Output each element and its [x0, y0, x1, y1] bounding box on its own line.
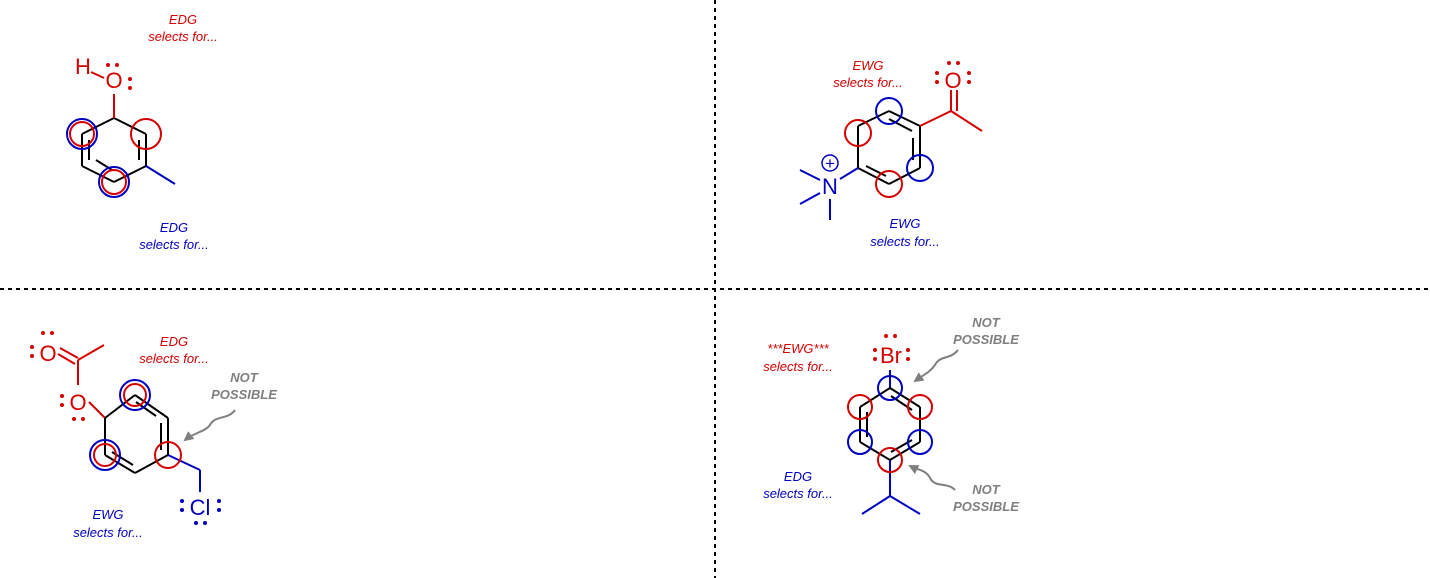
bromine-lone-pairs — [873, 334, 910, 361]
o-h-bond — [90, 71, 105, 79]
para-red-circle — [877, 447, 903, 473]
chlorine-lone-pairs — [180, 499, 221, 525]
methyl-bond — [145, 165, 176, 185]
edg-label-line2: selects for... — [763, 486, 833, 501]
oxygen-atom: O — [944, 68, 961, 93]
o-aryl-bond — [88, 401, 106, 419]
benzene-ring — [859, 387, 921, 461]
ortho-edg-red-circle — [69, 121, 95, 147]
not-possible-top-line1: NOT — [972, 315, 1001, 330]
oxygen-atom: O — [105, 68, 122, 93]
hydrogen-atom: H — [75, 54, 91, 79]
not-possible-bottom-arrow — [908, 465, 956, 491]
meta-blue-circle-1 — [847, 429, 873, 455]
ortho-red-circle — [844, 119, 872, 147]
ewg-top-label-line1: EWG — [852, 58, 883, 73]
edg-bottom-label-line1: EDG — [160, 220, 188, 235]
ortho-red-circle-2 — [907, 394, 933, 420]
n-methyl-bond-1 — [799, 169, 821, 181]
not-possible-bottom-line2: POSSIBLE — [953, 499, 1019, 514]
ortho-blue-circle — [89, 439, 121, 471]
ortho-red-circle-1 — [847, 394, 873, 420]
ortho-red-circle — [93, 443, 117, 467]
acetyl-methyl-bond — [77, 344, 105, 361]
edg-top-label-line2: selects for... — [148, 29, 218, 44]
bromine-atom: Br — [880, 343, 902, 368]
para-blue-circle — [119, 379, 151, 411]
panel-bottom-right: ***EWG*** selects for... NOT POSSIBLE NO… — [763, 315, 1019, 515]
carbonyl-bond-a — [59, 347, 79, 359]
edg-label-line1: EDG — [784, 469, 812, 484]
ether-lone-pairs — [60, 394, 85, 421]
c-ch2-bond — [167, 454, 201, 471]
ether-oxygen-atom: O — [69, 390, 86, 415]
edg-label-line1: EDG — [160, 334, 188, 349]
meta-blue-circle-2 — [906, 154, 934, 182]
meta-blue-circle-2 — [907, 429, 933, 455]
ortho-red-circle-2 — [875, 170, 903, 198]
ewg-label-line2: selects for... — [73, 525, 143, 540]
ewg-bottom-label-line2: selects for... — [870, 234, 940, 249]
not-possible-label-line2: POSSIBLE — [211, 387, 277, 402]
carbonyl-oxygen-atom: O — [39, 341, 56, 366]
benzene-ring — [857, 110, 921, 185]
c-acyl-bond — [919, 110, 952, 127]
edg-bottom-label-line2: selects for... — [139, 237, 209, 252]
positive-charge-circle — [821, 154, 839, 172]
not-possible-bottom-line1: NOT — [972, 482, 1001, 497]
ewg-top-label-line2: selects for... — [833, 75, 903, 90]
meta-blue-circle — [875, 97, 903, 125]
edg-top-label-line1: EDG — [169, 12, 197, 27]
not-possible-arrow — [183, 409, 236, 442]
nitrogen-atom: N — [822, 174, 838, 199]
ipr-methyl-bond-1 — [861, 495, 891, 515]
ewg-bottom-label-line1: EWG — [889, 216, 920, 231]
edg-label-line2: selects for... — [139, 351, 209, 366]
panel-bottom-left: EDG selects for... NOT POSSIBLE O O — [30, 331, 277, 540]
panel-top-left: EDG selects for... H O — [66, 12, 218, 252]
para-red-circle — [123, 383, 147, 407]
para-red-circle — [101, 169, 127, 195]
n-methyl-bond-2 — [799, 192, 821, 205]
chlorine-atom: Cl — [190, 495, 211, 520]
not-possible-label-line1: NOT — [230, 370, 259, 385]
blocked-red-circle — [154, 441, 182, 469]
para-blue-circle — [98, 166, 130, 198]
methyl-bond — [950, 110, 983, 132]
ipso-blue-circle — [877, 375, 903, 401]
ortho-edg-blue-circle — [66, 118, 98, 150]
ewg-label-line1: EWG — [92, 507, 123, 522]
ipr-methyl-bond-2 — [889, 495, 921, 515]
carbonyl-bond-b — [57, 353, 76, 365]
panel-top-right: EWG selects for... O N + — [799, 58, 983, 249]
ortho-red-circle — [130, 118, 162, 150]
not-possible-top-line2: POSSIBLE — [953, 332, 1019, 347]
carbonyl-lone-pairs — [30, 331, 54, 358]
ewg-label-line2: selects for... — [763, 359, 833, 374]
c-n-bond — [839, 167, 859, 180]
not-possible-top-arrow — [913, 349, 959, 383]
lone-pair-dots — [106, 63, 132, 90]
lone-pair-dots — [935, 61, 971, 84]
positive-charge: + — [825, 154, 835, 173]
ewg-label-line1: ***EWG*** — [767, 341, 829, 356]
